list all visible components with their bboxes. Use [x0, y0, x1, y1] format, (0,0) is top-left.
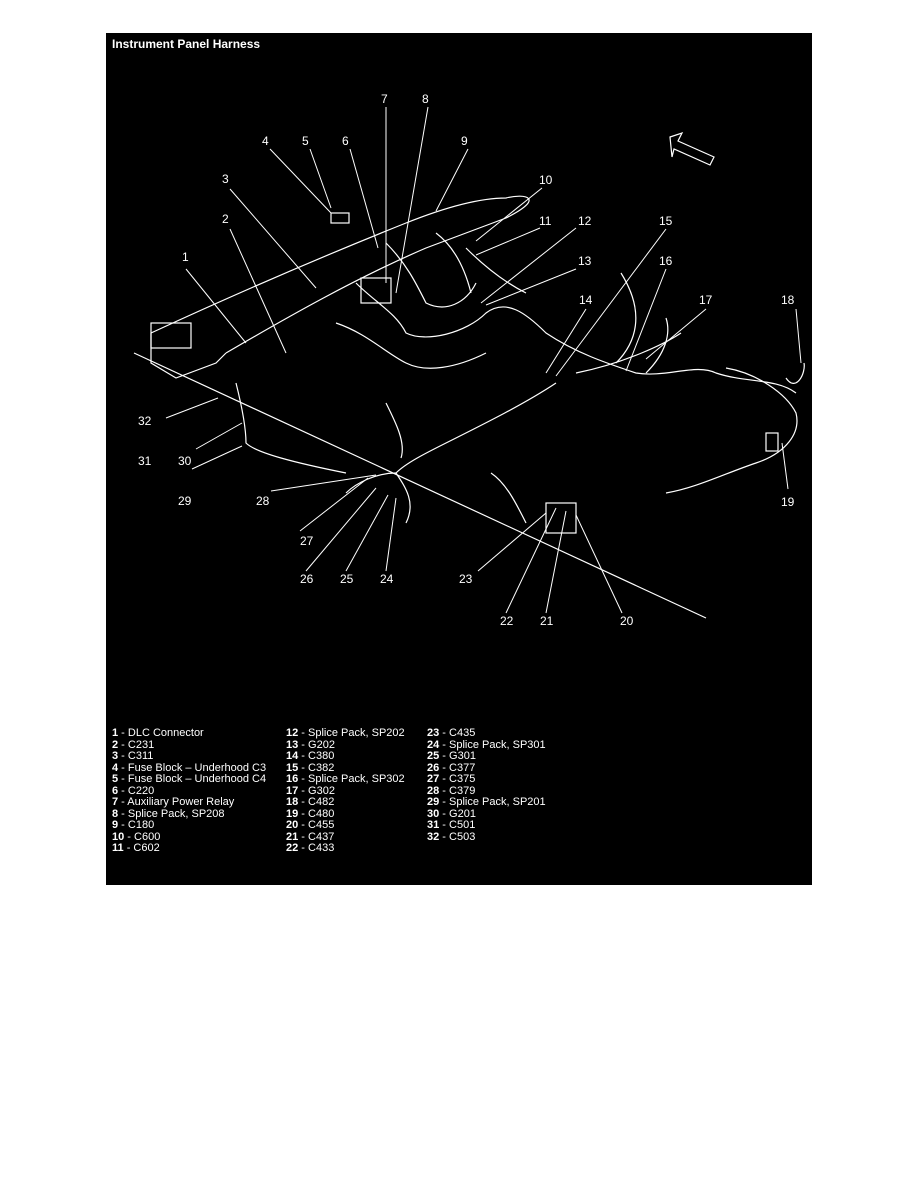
legend-item: 24 - Splice Pack, SP301: [427, 738, 546, 751]
legend-item: 3 - C311: [112, 750, 154, 762]
callout-27: 27: [300, 534, 314, 548]
floor-harness: [395, 382, 557, 474]
legend-column-2: 12 - Splice Pack, SP202 13 - G202 14 - C…: [286, 727, 405, 855]
dashboard-outline: [150, 195, 530, 354]
callout-14: 14: [579, 293, 593, 307]
legend-item: 14 - C380: [286, 750, 335, 762]
legend-item: 12 - Splice Pack, SP202: [286, 727, 405, 739]
legend-item: 23 - C435: [427, 727, 476, 739]
legend-item: 2 - C231: [112, 738, 155, 751]
callout-12: 12: [578, 214, 592, 228]
legend-item: 31 - C501: [427, 819, 476, 831]
callout-22: 22: [500, 614, 514, 628]
legend-item: 5 - Fuse Block – Underhood C4: [112, 773, 267, 785]
callout-4: 4: [262, 134, 269, 148]
callout-11: 11: [539, 214, 552, 228]
legend-item: 25 - G301: [427, 750, 476, 762]
main-harness: [355, 282, 797, 394]
callout-21: 21: [540, 614, 554, 628]
legend-column-3: 23 - C435 24 - Splice Pack, SP301 25 - G…: [427, 727, 546, 843]
legend-item: 8 - Splice Pack, SP208: [112, 807, 225, 820]
legend-item: 10 - C600: [112, 830, 161, 843]
legend-item: 18 - C482: [286, 796, 335, 808]
legend-item: 28 - C379: [427, 784, 476, 797]
callout-28: 28: [256, 494, 270, 508]
legend-item: 20 - C455: [286, 819, 335, 831]
callout-29: 29: [178, 494, 192, 508]
legend-item: 4 - Fuse Block – Underhood C3: [112, 761, 267, 774]
callout-16: 16: [659, 254, 673, 268]
callout-5: 5: [302, 134, 309, 148]
diagram-title: Instrument Panel Harness: [112, 37, 261, 51]
callout-26: 26: [300, 572, 314, 586]
legend-item: 11 - C602: [112, 842, 160, 854]
callout-1: 1: [182, 250, 189, 264]
right-harness: [665, 367, 798, 494]
callout-18: 18: [781, 293, 795, 307]
legend-item: 17 - G302: [286, 784, 335, 797]
legend-item: 7 - Auxiliary Power Relay: [112, 796, 235, 808]
callout-30: 30: [178, 454, 192, 468]
callout-3: 3: [222, 172, 229, 186]
legend-item: 30 - G201: [427, 807, 476, 820]
legend-item: 27 - C375: [427, 773, 476, 785]
body-line: [133, 352, 707, 619]
callout-2: 2: [222, 212, 229, 226]
harness-drawing: [133, 106, 805, 619]
callout-23: 23: [459, 572, 473, 586]
legend-item: 26 - C377: [427, 761, 476, 774]
callout-20: 20: [620, 614, 634, 628]
callout-31: 31: [138, 454, 152, 468]
legend-item: 16 - Splice Pack, SP302: [286, 773, 405, 785]
callout-25: 25: [340, 572, 354, 586]
callout-24: 24: [380, 572, 394, 586]
callout-19: 19: [781, 495, 795, 509]
direction-arrow: [669, 131, 715, 166]
callout-7: 7: [381, 92, 388, 106]
callout-9: 9: [461, 134, 468, 148]
diagram-panel: Instrument Panel Harness: [106, 33, 812, 885]
legend-item: 21 - C437: [286, 830, 335, 843]
legend-column-1: 1 - DLC Connector 2 - C231 3 - C311 4 - …: [112, 727, 267, 855]
legend-item: 19 - C480: [286, 807, 335, 820]
legend-item: 13 - G202: [286, 738, 335, 751]
legend-item: 9 - C180: [112, 819, 155, 831]
callout-32: 32: [138, 414, 152, 428]
callout-13: 13: [578, 254, 592, 268]
callout-8: 8: [422, 92, 429, 106]
left-harness: [235, 382, 347, 474]
callout-6: 6: [342, 134, 349, 148]
legend-item: 6 - C220: [112, 784, 155, 797]
callout-15: 15: [659, 214, 673, 228]
legend-item: 32 - C503: [427, 830, 476, 843]
callout-17: 17: [699, 293, 713, 307]
legend-item: 29 - Splice Pack, SP201: [427, 796, 546, 808]
legend-item: 22 - C433: [286, 842, 335, 854]
legend-item: 15 - C382: [286, 761, 335, 774]
callout-10: 10: [539, 173, 553, 187]
legend-item: 1 - DLC Connector: [112, 727, 204, 739]
fuse-block: [330, 212, 350, 224]
